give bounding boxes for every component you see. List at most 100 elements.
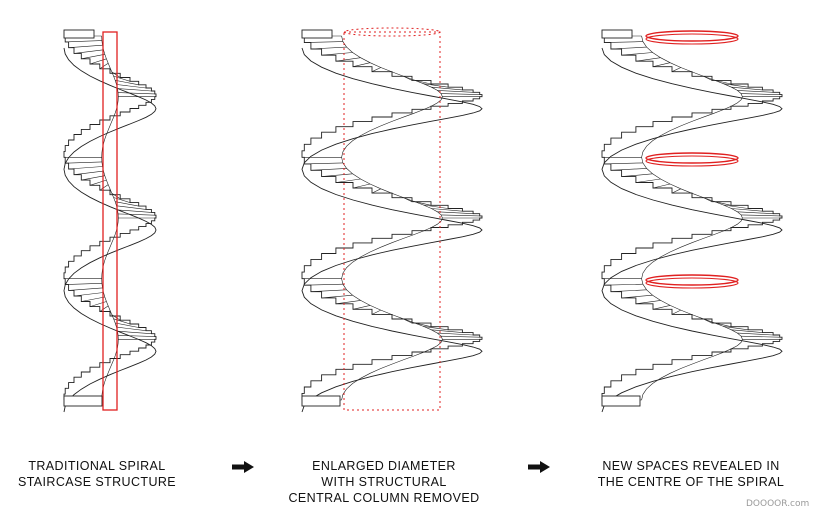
stair-tread <box>117 88 152 92</box>
stair-tread <box>671 67 681 72</box>
stair-tread <box>65 283 102 285</box>
stair-tread <box>117 209 152 213</box>
stair-tread <box>111 71 121 78</box>
stair-underside <box>301 47 483 413</box>
stair-tread <box>321 294 353 299</box>
stair-tread <box>741 93 780 95</box>
stair-tread <box>310 289 347 292</box>
stair-tread <box>441 214 480 217</box>
stair-tread <box>604 283 643 286</box>
watermark: DOOOOR.com <box>746 499 810 509</box>
new-space-disc-edge <box>645 33 739 45</box>
stair-tread <box>113 75 131 82</box>
stair-tread <box>423 326 449 331</box>
removed-column-outline <box>343 31 441 411</box>
top-landing <box>63 29 95 39</box>
new-space-disc-edge <box>645 277 739 289</box>
stair-tread <box>68 287 103 291</box>
caption-line: TRADITIONAL SPIRAL <box>28 459 166 473</box>
stair-tread <box>431 329 463 333</box>
stair-tread <box>113 318 131 325</box>
stair-tread <box>116 84 147 89</box>
stair-tread <box>118 92 155 95</box>
stair-tread <box>371 309 381 315</box>
stair-inner-edge <box>341 35 443 401</box>
stair-tread <box>304 162 343 165</box>
stair-tread <box>671 188 681 194</box>
stair-tread <box>621 173 653 177</box>
stair-tread <box>403 75 413 81</box>
stair-tread <box>68 44 103 48</box>
caption-enlarged-diameter: ENLARGED DIAMETER WITH STRUCTURAL CENTRA… <box>288 458 480 506</box>
stair-tread <box>73 292 104 297</box>
stair-tread <box>703 197 713 202</box>
stair-tread <box>65 40 102 43</box>
stair-tread <box>423 204 449 209</box>
stair-tread <box>113 197 131 203</box>
stair-tread <box>441 335 480 338</box>
stair-tread <box>73 49 104 54</box>
stair-tread <box>723 204 749 209</box>
stair-tread <box>441 93 480 95</box>
stair-tread <box>437 211 474 214</box>
stair-tread <box>604 162 643 165</box>
stair-tread <box>115 201 139 207</box>
top-landing <box>301 29 333 39</box>
stair-tread <box>304 41 343 43</box>
stair-tread <box>89 58 107 65</box>
stair-tread <box>652 62 671 67</box>
stair-tread <box>610 46 647 50</box>
stair-tread <box>321 52 353 56</box>
caption-line: STAIRCASE STRUCTURE <box>17 475 177 489</box>
stair-tread <box>81 296 105 302</box>
stair-tread <box>89 301 107 307</box>
stair-inner-edge <box>641 35 743 401</box>
new-spaces-staircase <box>601 29 783 413</box>
stair-tread <box>335 300 361 305</box>
stair-tread <box>437 90 474 93</box>
stair-tread <box>118 213 155 216</box>
new-space-disc-edge <box>645 155 739 167</box>
stair-tread <box>111 192 121 200</box>
caption-line: THE CENTRE OF THE SPIRAL <box>597 475 785 489</box>
bottom-landing <box>601 395 641 407</box>
stair-tread <box>635 300 661 305</box>
stair-tread <box>703 75 713 81</box>
stair-tread <box>621 294 653 299</box>
stair-tread <box>731 86 763 91</box>
stair-tread <box>741 214 780 217</box>
stair-tread <box>68 166 103 170</box>
stair-tread <box>723 326 749 331</box>
stair-tread <box>604 41 643 43</box>
stair-tread <box>413 322 432 327</box>
stair-tread <box>723 83 749 88</box>
stair-tread <box>737 90 774 93</box>
stair-tread <box>99 305 109 312</box>
stair-tread <box>431 86 463 91</box>
stair-tread <box>671 309 681 315</box>
stair-tread <box>310 168 347 171</box>
stair-tread <box>741 335 780 338</box>
stair-tread <box>737 332 774 336</box>
stair-tread <box>99 184 109 191</box>
central-column <box>102 31 118 411</box>
stair-tread <box>737 211 774 214</box>
stair-tread <box>652 183 671 189</box>
removed-column-top <box>343 27 441 37</box>
stair-tread <box>713 201 732 206</box>
stair-tread <box>437 332 474 336</box>
stair-underside <box>63 47 157 413</box>
stair-tread <box>731 329 763 333</box>
stair-tread <box>635 57 661 62</box>
stair-underside <box>601 47 783 413</box>
stair-tread <box>73 170 104 175</box>
stair-tread <box>304 283 343 286</box>
caption-traditional-spiral: TRADITIONAL SPIRAL STAIRCASE STRUCTURE <box>0 458 194 490</box>
stair-tread <box>610 289 647 292</box>
stair-tread <box>413 79 432 85</box>
stair-tread <box>115 322 139 328</box>
stair-tread <box>117 330 152 334</box>
stair-tread <box>423 83 449 88</box>
stair-tread <box>731 208 763 212</box>
enlarged-diameter-staircase <box>301 27 483 413</box>
